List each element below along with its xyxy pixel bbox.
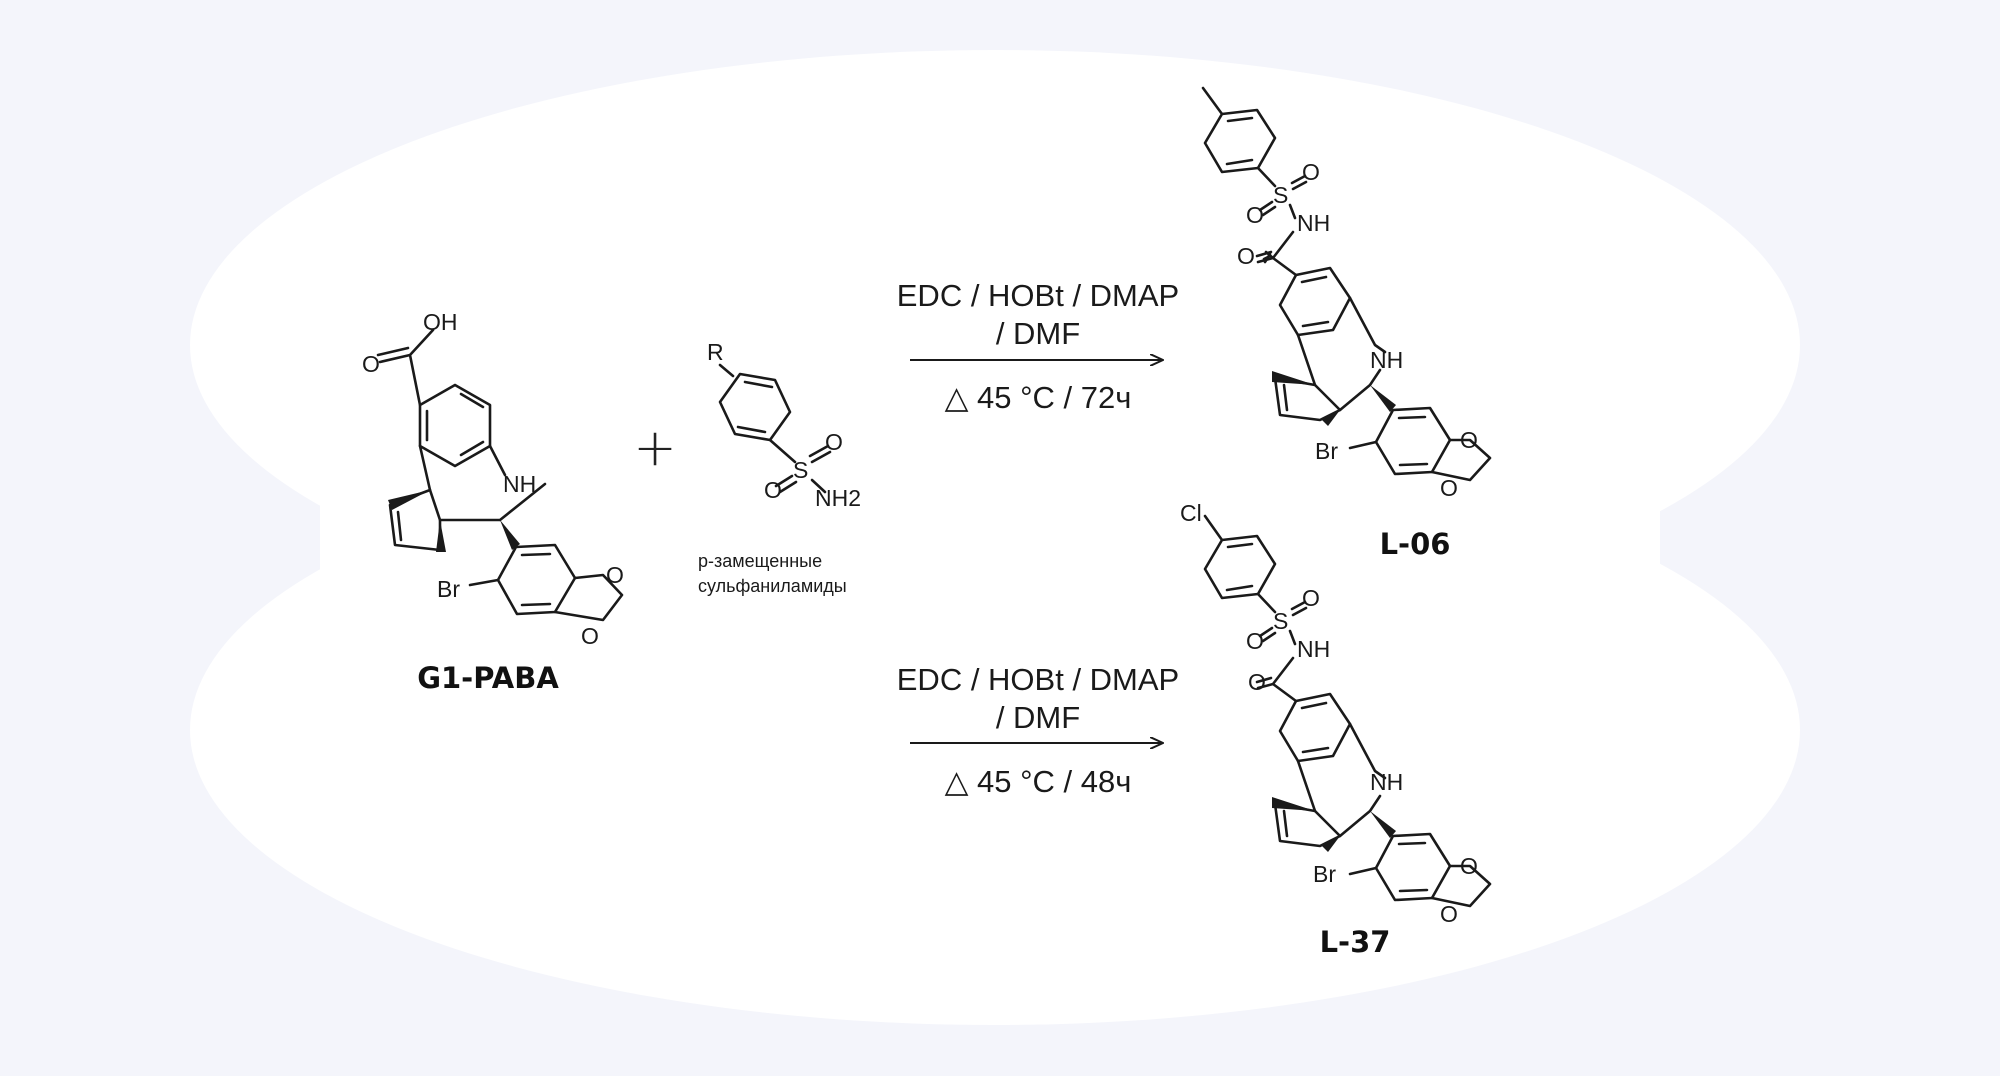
reaction-1-line2: / DMF (996, 316, 1080, 351)
reaction-1-conditions: EDC / HOBt / DMAP / DMF △ 45 °C / 72ч (897, 278, 1179, 415)
product-2-atom-cl: Cl (1180, 500, 1202, 526)
product-2-wedge-2 (1322, 836, 1340, 852)
reagent-sulfonyl-bonds (768, 438, 832, 494)
reagent-atom-o2: O (764, 477, 782, 503)
reagent-atom-nh2: NH2 (815, 485, 861, 511)
reagent-atom-r: R (707, 339, 724, 365)
reactant-ring-double-bonds (425, 392, 485, 457)
product-2-dioxole-bonds (1348, 864, 1492, 908)
reagent-caption-line2: сульфаниламиды (698, 576, 847, 596)
reagent-r-bond (718, 363, 735, 378)
product-1-atom-o1: O (1302, 159, 1320, 185)
product-2-atom-o3: O (1248, 669, 1266, 695)
product-2-sulfonyl-bonds (1256, 592, 1308, 646)
reactant-atom-o: O (362, 351, 380, 377)
reactant-atom-o1: O (606, 562, 624, 588)
reaction-2-line3: △ 45 °C / 48ч (945, 764, 1132, 799)
product-1-atom-o2: O (1246, 202, 1264, 228)
product-l-06: S O O NH O NH Br O O L-06 (1201, 86, 1492, 561)
product-1-atom-s: S (1273, 182, 1288, 208)
reactant-wedge-bond-2 (436, 520, 446, 552)
reagent-sulfanilamide: R S O O NH2 р-замещенные сульфаниламиды (698, 339, 861, 596)
product-1-wedge-3 (1370, 385, 1396, 412)
reactant-atom-o2: O (581, 623, 599, 649)
reactant-carboxyl-bonds (376, 328, 435, 407)
product-1-atom-nh: NH (1297, 210, 1330, 236)
reactant-wedge-bond (388, 490, 430, 510)
product-2-atom-s: S (1273, 608, 1288, 634)
plus-sign: + (633, 418, 677, 478)
blob-bridge (320, 480, 1660, 610)
product-1-sulfonyl-bonds (1256, 166, 1308, 220)
product-2-wedge-3 (1370, 811, 1396, 838)
reaction-2-line2: / DMF (996, 700, 1080, 735)
product-1-atom-nh2: NH (1370, 347, 1403, 373)
product-2-name: L-37 (1320, 925, 1391, 959)
reactant-dioxole-bonds (468, 573, 624, 622)
product-2-atom-nh: NH (1297, 636, 1330, 662)
product-1-benzo-ring (1278, 266, 1352, 337)
product-1-name: L-06 (1380, 527, 1451, 561)
product-1-methyl-bond (1201, 86, 1224, 116)
reactant-g1-paba: OH O NH Br O O G1-PABA (362, 309, 624, 695)
reactant-atom-oh: OH (423, 309, 458, 335)
reactant-name: G1-PABA (417, 661, 559, 695)
product-l-37: Cl S O O NH O NH Br O O L-37 (1180, 500, 1492, 959)
reaction-2-conditions: EDC / HOBt / DMAP / DMF △ 45 °C / 48ч (897, 662, 1179, 799)
product-2-atom-o5: O (1440, 901, 1458, 927)
reagent-atom-s: S (793, 457, 808, 483)
product-2-atom-br: Br (1313, 861, 1336, 887)
product-2-atom-o4: O (1460, 853, 1478, 879)
product-2-amide-bonds (1255, 656, 1298, 703)
product-1-amide-co (1255, 250, 1275, 264)
product-1-atom-o5: O (1440, 475, 1458, 501)
product-2-atom-nh2: NH (1370, 769, 1403, 795)
product-1-wedge-2 (1322, 410, 1340, 426)
product-1-atom-o3: O (1237, 243, 1255, 269)
product-1-wedge (1272, 371, 1315, 385)
product-1-atom-br: Br (1315, 438, 1338, 464)
product-2-atom-o2: O (1246, 628, 1264, 654)
product-2-wedge (1272, 797, 1315, 811)
product-2-atom-o1: O (1302, 585, 1320, 611)
product-1-atom-o4: O (1460, 427, 1478, 453)
product-2-benzo-ring (1278, 692, 1352, 763)
reaction-1-line1: EDC / HOBt / DMAP (897, 278, 1179, 313)
reagent-caption-line1: р-замещенные (698, 551, 822, 571)
product-1-dioxole-bonds (1348, 438, 1492, 482)
reaction-1-line3: △ 45 °C / 72ч (945, 380, 1132, 415)
reactant-atom-br: Br (437, 576, 460, 602)
reactant-piperidine-bonds (418, 444, 547, 522)
background-blobs (190, 50, 1800, 1025)
product-2-cl-bond (1203, 514, 1224, 542)
reactant-wedge-bond-3 (500, 520, 520, 550)
reaction-2-line1: EDC / HOBt / DMAP (897, 662, 1179, 697)
reactant-atom-nh: NH (503, 471, 536, 497)
reagent-atom-o1: O (825, 429, 843, 455)
